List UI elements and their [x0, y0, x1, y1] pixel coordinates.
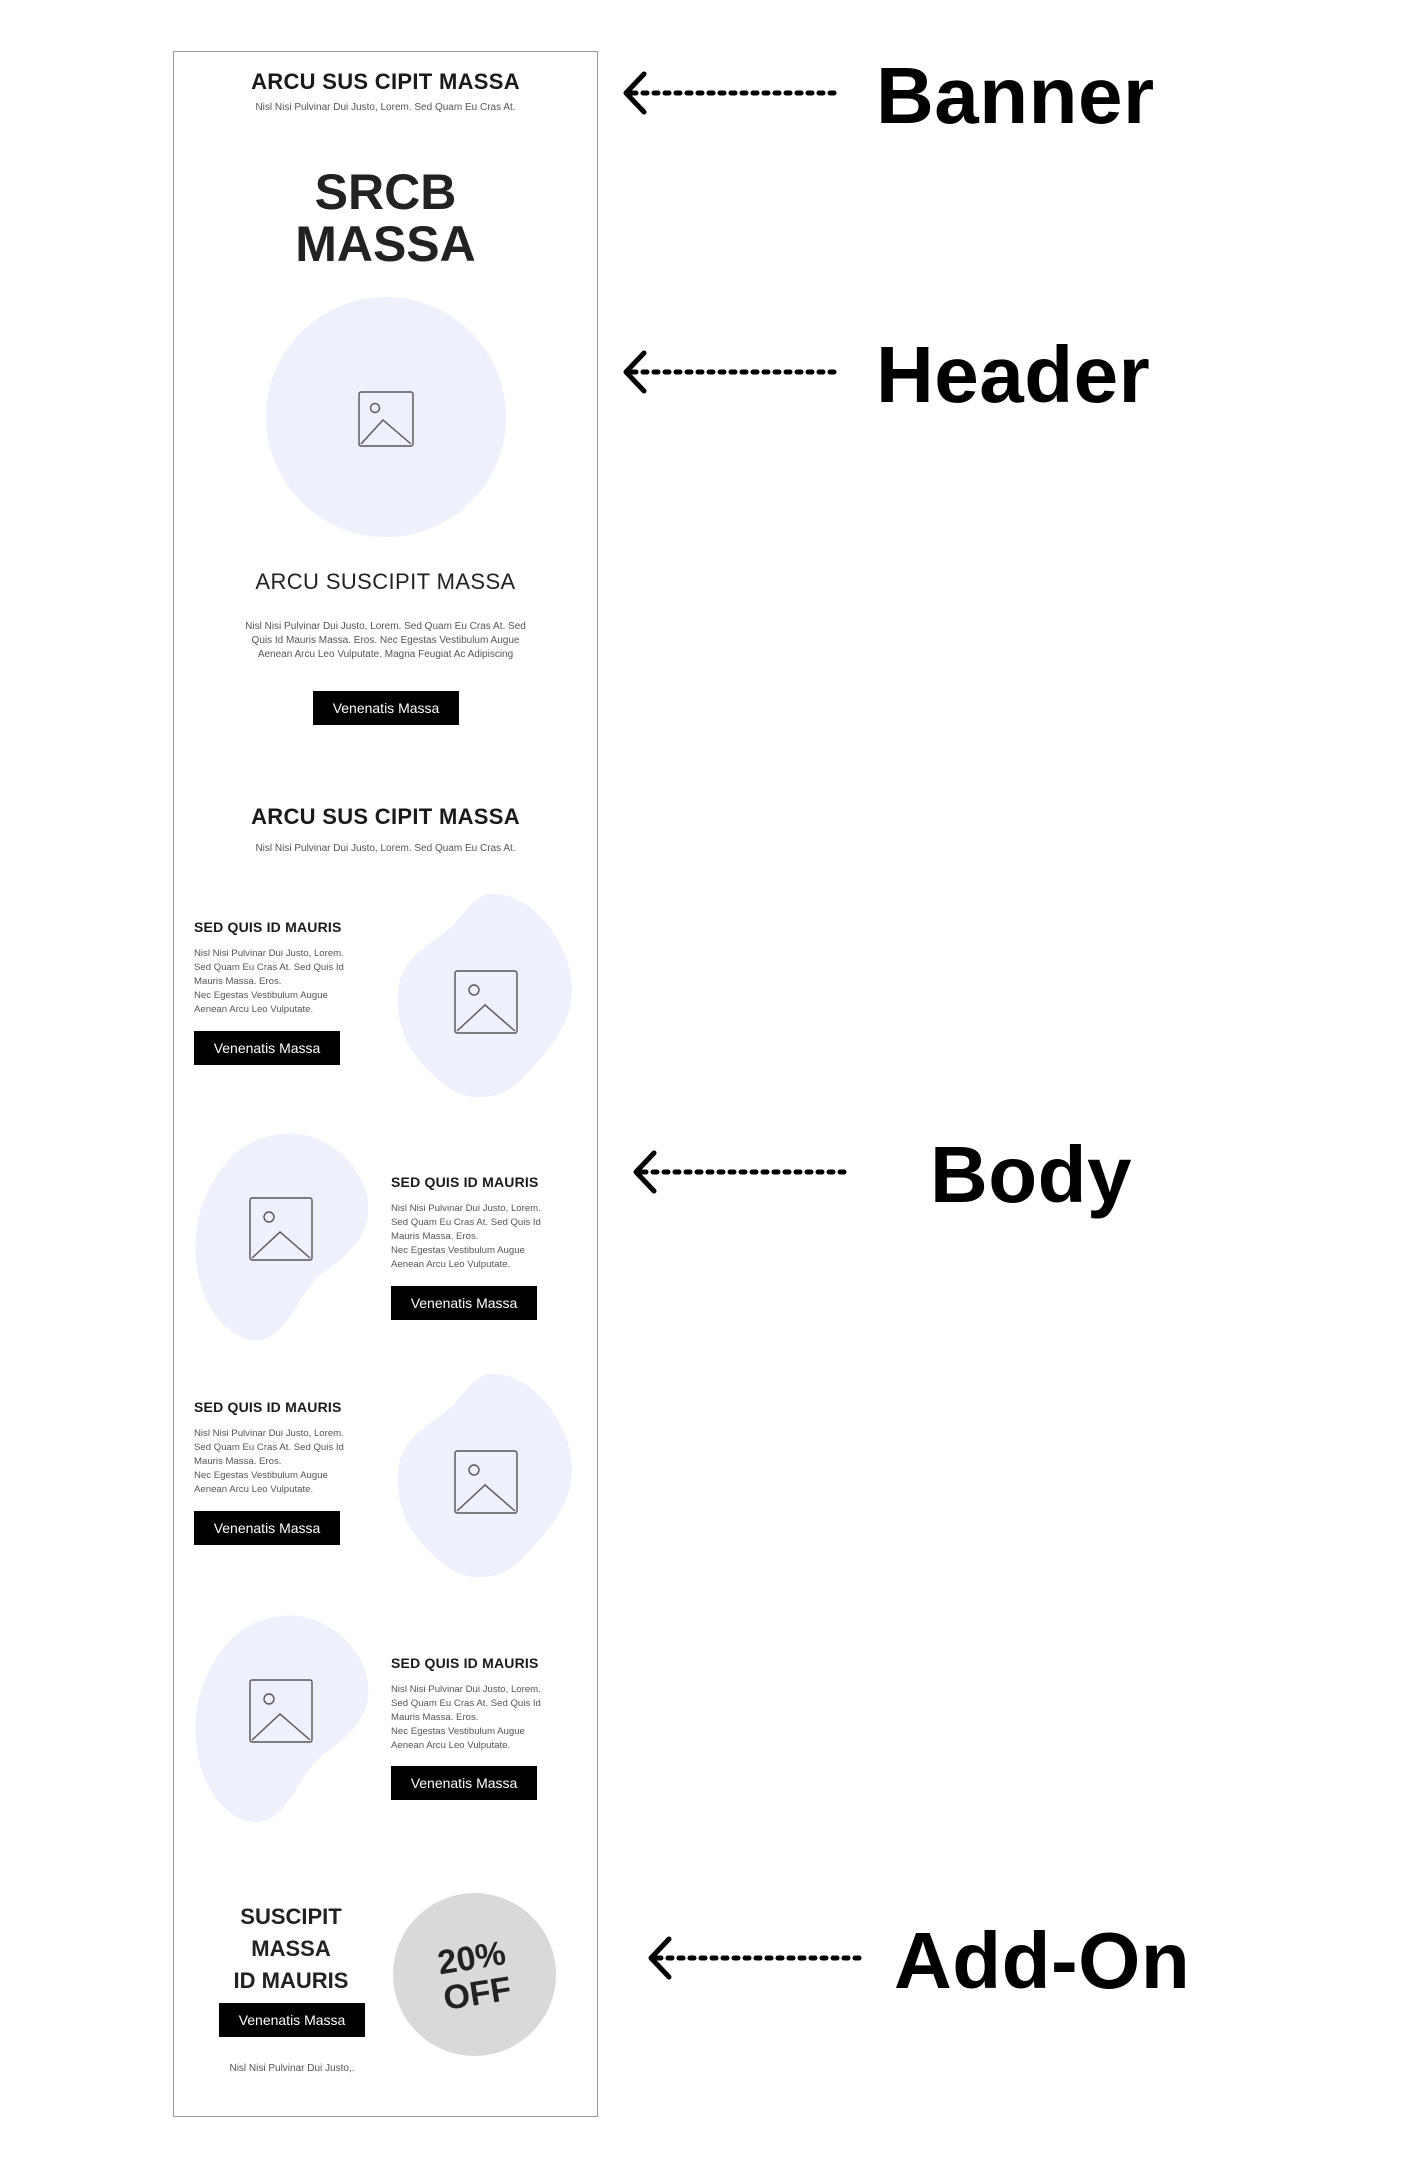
block-2-line-1: Nisl Nisi Pulvinar Dui Justo, Lorem. — [391, 1203, 541, 1214]
logo-text: SRCB MASSA — [173, 166, 598, 270]
addon-cta-button[interactable]: Venenatis Massa — [219, 2003, 365, 2037]
block-2-heading: SED QUIS ID MAURIS — [391, 1174, 539, 1190]
banner-subtitle: Nisl Nisi Pulvinar Dui Justo, Lorem. Sed… — [255, 102, 516, 113]
image-placeholder-icon — [358, 391, 414, 447]
arrow-left-icon — [648, 1936, 864, 1980]
arrow-left-icon — [623, 71, 839, 115]
block-4-heading: SED QUIS ID MAURIS — [391, 1655, 539, 1671]
block-2-line-4: Nec Egestas Vestibulum Augue — [391, 1245, 525, 1256]
block-2-text: Nisl Nisi Pulvinar Dui Justo, Lorem. Sed… — [391, 1202, 591, 1272]
header-body-line-1: Nisl Nisi Pulvinar Dui Justo, Lorem. Sed… — [245, 621, 526, 632]
block-3-image-placeholder — [397, 1373, 572, 1578]
block-1-heading: SED QUIS ID MAURIS — [194, 919, 342, 935]
block-4-image-placeholder — [195, 1615, 369, 1823]
arrow-left-icon — [623, 350, 839, 394]
hero-image-placeholder — [266, 297, 506, 537]
image-placeholder-icon — [249, 1197, 313, 1261]
block-4-line-5: Aenean Arcu Leo Vulputate. — [391, 1740, 511, 1751]
image-placeholder-icon — [454, 1450, 518, 1514]
block-1-line-2: Sed Quam Eu Cras At. Sed Quis Id — [194, 962, 344, 973]
block-3-line-3: Mauris Massa. Eros. — [194, 1456, 282, 1467]
logo-line-2: MASSA — [295, 216, 476, 272]
block-4-line-2: Sed Quam Eu Cras At. Sed Quis Id — [391, 1698, 541, 1709]
callout-header: Header — [876, 330, 1151, 419]
header-body-line-2: Quis Id Mauris Massa. Eros. Nec Egestas … — [251, 635, 520, 646]
callout-addon: Add-On — [894, 1916, 1191, 2005]
addon-title-line-1: SUSCIPIT — [240, 1904, 342, 1929]
block-4-line-4: Nec Egestas Vestibulum Augue — [391, 1726, 525, 1737]
block-2-button[interactable]: Venenatis Massa — [391, 1286, 537, 1320]
callout-banner: Banner — [876, 51, 1155, 140]
addon-footnote: Nisl Nisi Pulvinar Dui Justo,. — [229, 2063, 355, 2074]
block-3-line-5: Aenean Arcu Leo Vulputate. — [194, 1484, 314, 1495]
block-1-image-placeholder — [397, 893, 572, 1098]
block-4-line-3: Mauris Massa. Eros. — [391, 1712, 479, 1723]
addon-title: SUSCIPIT MASSA ID MAURIS — [206, 1901, 376, 1997]
block-3-line-2: Sed Quam Eu Cras At. Sed Quis Id — [194, 1442, 344, 1453]
block-3-line-1: Nisl Nisi Pulvinar Dui Justo, Lorem. — [194, 1428, 344, 1439]
block-1-line-1: Nisl Nisi Pulvinar Dui Justo, Lorem. — [194, 948, 344, 959]
block-4-line-1: Nisl Nisi Pulvinar Dui Justo, Lorem. — [391, 1684, 541, 1695]
body-title: ARCU SUS CIPIT MASSA — [251, 804, 520, 829]
header-body: Nisl Nisi Pulvinar Dui Justo, Lorem. Sed… — [173, 620, 598, 662]
block-1-text: Nisl Nisi Pulvinar Dui Justo, Lorem. Sed… — [194, 947, 394, 1017]
arrow-left-icon — [633, 1150, 849, 1194]
block-1-line-4: Nec Egestas Vestibulum Augue — [194, 990, 328, 1001]
header-body-line-3: Aenean Arcu Leo Vulputate. Magna Feugiat… — [257, 649, 514, 660]
block-1-line-3: Mauris Massa. Eros. — [194, 976, 282, 987]
block-4-button[interactable]: Venenatis Massa — [391, 1766, 537, 1800]
body-subtitle: Nisl Nisi Pulvinar Dui Justo, Lorem. Sed… — [255, 843, 516, 854]
callout-body: Body — [930, 1130, 1132, 1219]
block-2-line-3: Mauris Massa. Eros. — [391, 1231, 479, 1242]
image-placeholder-icon — [249, 1679, 313, 1743]
discount-badge — [393, 1893, 556, 2056]
logo-line-1: SRCB — [314, 164, 457, 220]
block-2-line-5: Aenean Arcu Leo Vulputate. — [391, 1259, 511, 1270]
header-title: ARCU SUSCIPIT MASSA — [255, 569, 516, 594]
block-3-button[interactable]: Venenatis Massa — [194, 1511, 340, 1545]
block-1-line-5: Aenean Arcu Leo Vulputate. — [194, 1004, 314, 1015]
block-3-text: Nisl Nisi Pulvinar Dui Justo, Lorem. Sed… — [194, 1427, 394, 1497]
header-cta-button[interactable]: Venenatis Massa — [313, 691, 459, 725]
banner-title: ARCU SUS CIPIT MASSA — [251, 69, 520, 94]
block-3-heading: SED QUIS ID MAURIS — [194, 1399, 342, 1415]
block-2-line-2: Sed Quam Eu Cras At. Sed Quis Id — [391, 1217, 541, 1228]
addon-title-line-2: MASSA — [251, 1936, 331, 1961]
block-4-text: Nisl Nisi Pulvinar Dui Justo, Lorem. Sed… — [391, 1683, 591, 1753]
image-placeholder-icon — [454, 970, 518, 1034]
block-2-image-placeholder — [195, 1133, 369, 1341]
block-3-line-4: Nec Egestas Vestibulum Augue — [194, 1470, 328, 1481]
addon-title-line-3: ID MAURIS — [233, 1968, 349, 1993]
block-1-button[interactable]: Venenatis Massa — [194, 1031, 340, 1065]
